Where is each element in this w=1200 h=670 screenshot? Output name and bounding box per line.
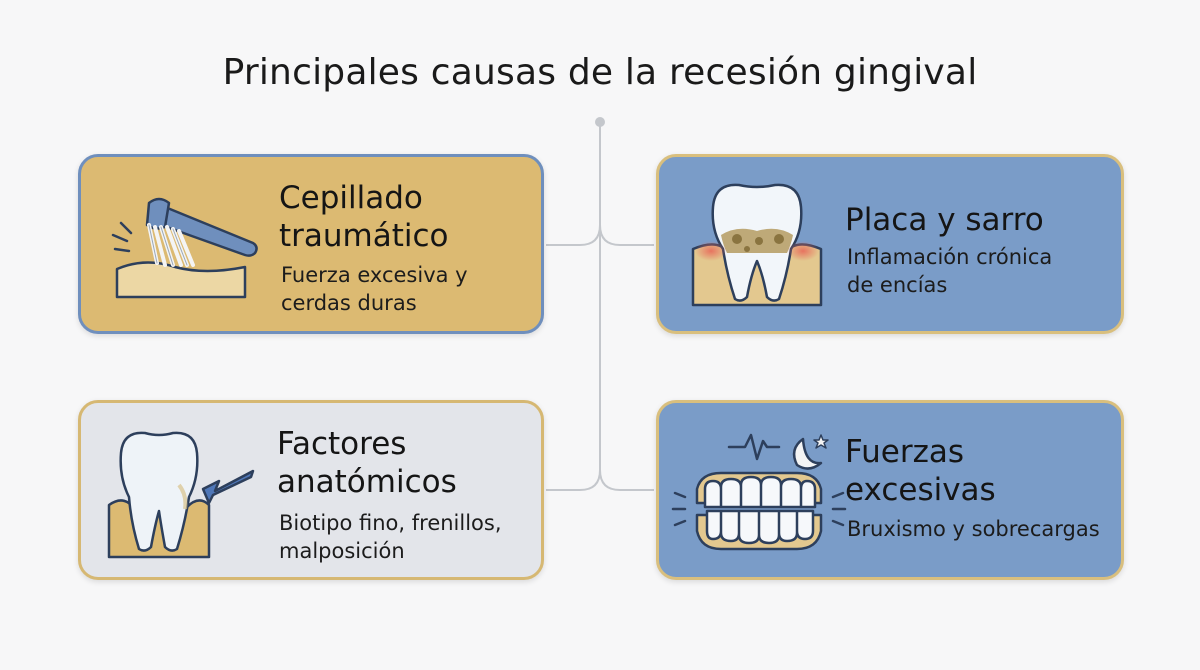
tooth-arrow-icon: [107, 431, 255, 559]
page-title: Principales causas de la recesión gingiv…: [222, 52, 978, 93]
card-description-line: Inflamación crónica: [847, 245, 1053, 269]
card-traumatic-brushing: Cepillado traumático Fuerza excesiva y c…: [78, 154, 544, 334]
card-description-line: Bruxismo y sobrecargas: [847, 517, 1100, 541]
card-anatomical-factors: Factores anatómicos Biotipo fino, frenil…: [78, 400, 544, 580]
card-description-line: cerdas duras: [281, 291, 417, 315]
connector-bottom-left: [546, 469, 601, 491]
clenched-teeth-icon: [671, 433, 847, 551]
card-description-line: de encías: [847, 273, 948, 297]
card-title-line: excesivas: [845, 472, 996, 508]
connector-bottom-right: [599, 469, 654, 491]
plaque-tooth-icon: [691, 183, 823, 307]
card-title-line: traumático: [279, 218, 449, 254]
card-title-line: Fuerzas: [845, 434, 965, 470]
connector-top-right: [599, 224, 654, 246]
connector-top-left: [546, 224, 601, 246]
card-description-line: Fuerza excesiva y: [281, 263, 468, 287]
card-title-line: Cepillado: [279, 180, 423, 216]
toothbrush-gum-icon: [111, 197, 258, 299]
card-plaque-tartar: Placa y sarro Inflamación crónica de enc…: [656, 154, 1124, 334]
card-description-line: malposición: [279, 539, 405, 563]
connector-node: [595, 117, 605, 127]
card-description-line: Biotipo fino, frenillos,: [279, 511, 502, 535]
card-excessive-forces: Fuerzas excesivas Bruxismo y sobrecargas: [656, 400, 1124, 580]
card-title-line: anatómicos: [277, 464, 457, 500]
card-title-line: Placa y sarro: [845, 202, 1044, 238]
card-title-line: Factores: [277, 426, 407, 462]
